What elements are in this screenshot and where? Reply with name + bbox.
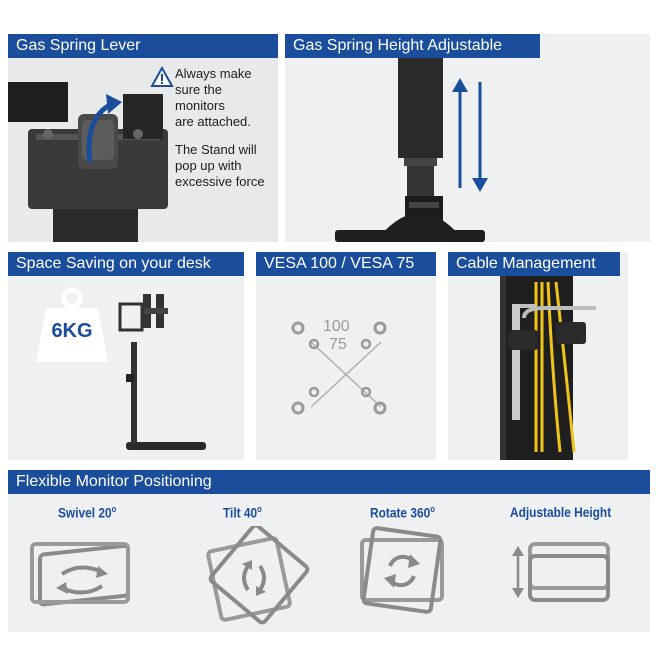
panel-title: Gas Spring Lever xyxy=(8,34,278,58)
panel-title: Space Saving on your desk xyxy=(8,252,244,276)
note-line: excessive force xyxy=(175,174,265,189)
tilt-label: Tilt 40o xyxy=(223,504,262,521)
panel-height-adjustable: Gas Spring Height Adjustable xyxy=(285,34,650,242)
panel-space-saving: Space Saving on your desk 6KG xyxy=(8,252,244,460)
rotate-label: Rotate 360o xyxy=(370,504,435,521)
panel-title: VESA 100 / VESA 75 xyxy=(256,252,436,276)
swivel-label: Swivel 20o xyxy=(58,504,116,521)
rotate-icon xyxy=(360,526,444,614)
note-line: are attached. xyxy=(175,114,251,129)
adjustable-height-label: Adjustable Height xyxy=(510,504,611,520)
warning-note: Always make sure the monitors are attach… xyxy=(175,66,252,130)
note-line: The Stand will xyxy=(175,142,257,157)
position-label-text: Tilt 40 xyxy=(223,504,258,521)
up-down-arrows-icon xyxy=(452,78,488,192)
position-label-text: Swivel 20 xyxy=(58,504,112,521)
warning-icon xyxy=(150,66,174,87)
position-label-text: Rotate 360 xyxy=(370,504,431,521)
tilt-icon xyxy=(206,526,310,625)
position-label-text: Adjustable Height xyxy=(510,504,612,520)
weight-label: 6KG xyxy=(51,320,93,342)
force-note: The Stand will pop up with excessive for… xyxy=(175,142,265,190)
weight-icon xyxy=(36,287,108,362)
panel-cable-management: Cable Management xyxy=(448,252,628,460)
cable-management-illustration xyxy=(500,276,596,460)
degree-symbol: o xyxy=(111,504,117,514)
panel-title: Cable Management xyxy=(448,252,620,276)
note-line: monitors xyxy=(175,98,225,113)
swivel-icon xyxy=(30,542,130,607)
note-line: sure the xyxy=(175,82,222,97)
adjustable-height-icon xyxy=(512,542,610,602)
vesa-pattern-icon xyxy=(291,321,387,415)
panel-title: Gas Spring Height Adjustable xyxy=(285,34,540,58)
gas-lever-illustration xyxy=(8,58,278,242)
panel-gas-spring-lever: Gas Spring Lever Always make sure the mo… xyxy=(8,34,278,242)
note-line: Always make xyxy=(175,66,252,81)
panel-monitor-positioning: Flexible Monitor Positioning Swivel 20o … xyxy=(8,470,650,632)
degree-symbol: o xyxy=(430,504,435,514)
panel-vesa: VESA 100 / VESA 75 100 75 xyxy=(256,252,436,460)
panel-title: Flexible Monitor Positioning xyxy=(8,470,650,494)
vesa-75-label: 75 xyxy=(329,336,347,353)
height-column-illustration xyxy=(335,58,485,242)
stand-illustration xyxy=(118,294,206,450)
vesa-100-label: 100 xyxy=(323,318,350,335)
note-line: pop up with xyxy=(175,158,242,173)
degree-symbol: o xyxy=(257,504,262,514)
